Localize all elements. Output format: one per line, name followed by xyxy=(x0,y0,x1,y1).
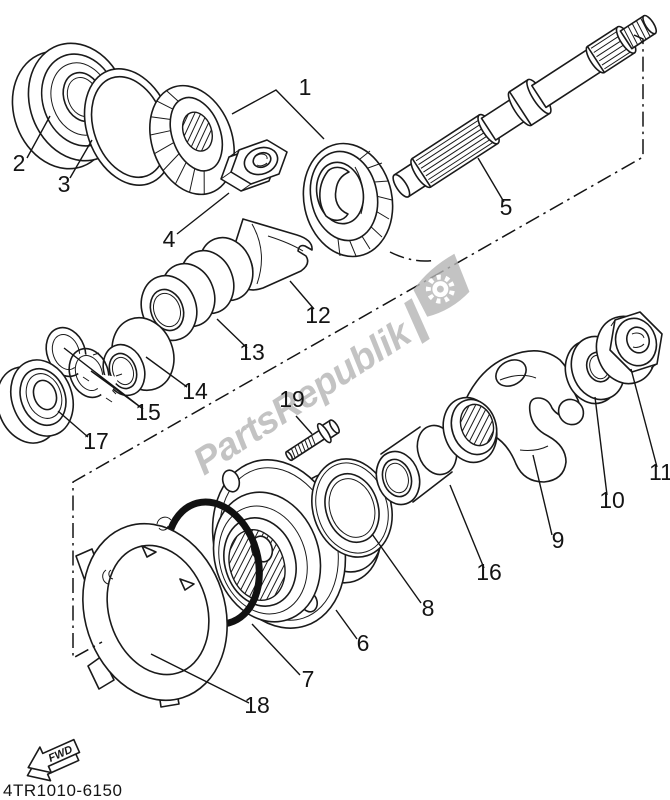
callout-19: 19 xyxy=(279,386,305,412)
part-15-circlips-drawing xyxy=(45,326,123,403)
callout-14: 14 xyxy=(182,378,208,404)
callout-6-leader xyxy=(335,609,358,640)
callout-12-leader xyxy=(289,280,315,310)
callout-1-leader xyxy=(231,89,325,140)
assembly-1-boundary xyxy=(72,34,644,660)
callout-9: 9 xyxy=(552,527,565,553)
callout-13-leader xyxy=(216,318,248,349)
part-17-bearing-drawing xyxy=(0,359,74,444)
callout-17: 17 xyxy=(83,428,109,454)
callout-12: 12 xyxy=(305,302,331,328)
callout-10-leader xyxy=(594,396,608,496)
part-13-spring-stack-drawing xyxy=(140,236,254,342)
callout-11-leader xyxy=(630,368,658,468)
part-11-nut-drawing xyxy=(595,311,663,385)
callout-6: 6 xyxy=(357,630,370,656)
part-14-collar-drawing xyxy=(102,316,175,397)
callout-18-leader xyxy=(150,653,250,704)
callout-5: 5 xyxy=(500,194,513,220)
callout-14-leader xyxy=(145,356,188,388)
part-4-nut-drawing xyxy=(220,139,288,192)
callout-7: 7 xyxy=(302,666,315,692)
callout-10: 10 xyxy=(599,487,625,513)
fiche-part-code: 4TR1010-6150 xyxy=(3,781,122,800)
ring-gear-drawing xyxy=(302,142,437,262)
callout-4: 4 xyxy=(163,226,176,252)
callout-2: 2 xyxy=(13,150,26,176)
callout-4-leader xyxy=(176,192,230,235)
callout-leaders xyxy=(26,89,658,704)
pinion-gear-drawing xyxy=(149,84,235,196)
part-16-collar-drawing xyxy=(375,424,458,506)
part-5-shaft-drawing xyxy=(392,14,658,198)
watermark-pole xyxy=(404,298,430,344)
callout-18: 18 xyxy=(244,692,270,718)
callout-8-leader xyxy=(371,533,422,604)
callout-16: 16 xyxy=(476,559,502,585)
callout-labels: 1 2 3 4 5 6 7 8 9 10 11 12 13 14 15 16 1… xyxy=(13,74,670,718)
part-19-bolt-drawing xyxy=(285,419,340,462)
callout-3: 3 xyxy=(58,171,71,197)
callout-13: 13 xyxy=(239,339,265,365)
callout-5-leader xyxy=(477,157,505,203)
callout-8: 8 xyxy=(422,595,435,621)
callout-2-leader xyxy=(26,115,51,159)
callout-11: 11 xyxy=(649,459,670,485)
fwd-direction-arrow: FWD xyxy=(26,738,81,782)
callout-19-leader xyxy=(295,415,313,435)
callout-3-leader xyxy=(69,139,93,179)
callout-9-leader xyxy=(532,454,553,536)
callout-7-leader xyxy=(251,623,301,676)
callout-15-leader xyxy=(63,347,144,410)
part-8-seal-drawing xyxy=(311,458,393,558)
callout-15: 15 xyxy=(135,399,161,425)
part-3-seal-drawing xyxy=(83,68,175,186)
callout-17-leader xyxy=(57,410,89,438)
part-18-lock-plate-drawing xyxy=(75,516,228,708)
callout-1: 1 xyxy=(299,74,312,100)
part-9-yoke-drawing xyxy=(442,350,585,483)
callout-16-leader xyxy=(449,484,485,569)
